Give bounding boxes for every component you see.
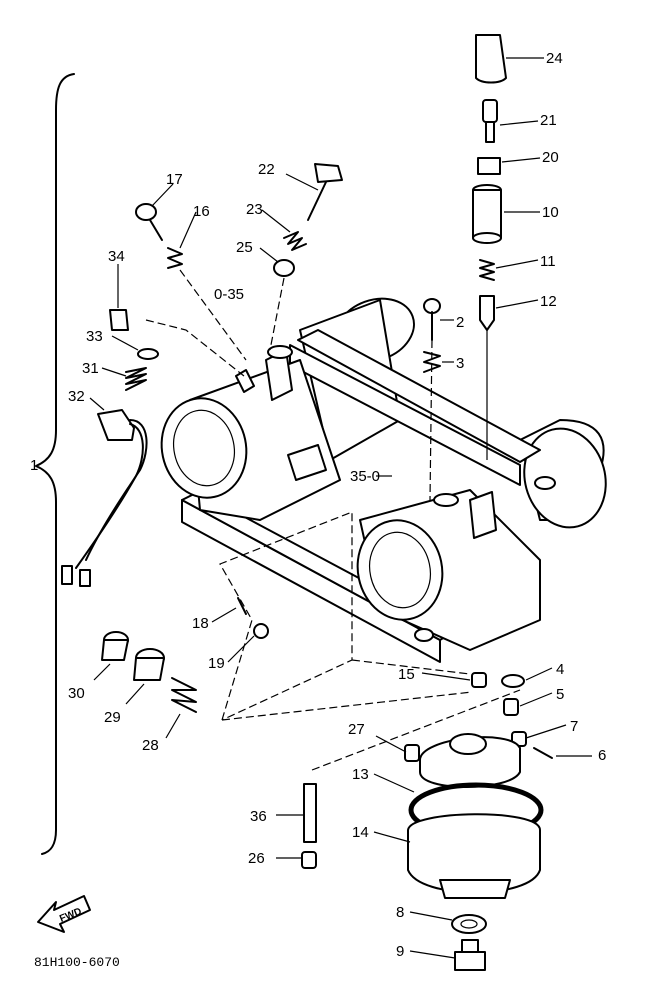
callout-9: 9 <box>396 943 404 960</box>
callout-1: 1 <box>30 457 38 474</box>
carburetor-body <box>160 297 607 663</box>
callout-25: 25 <box>236 239 253 256</box>
callout-18: 18 <box>192 615 209 632</box>
part-20 <box>477 157 501 175</box>
callout-30: 30 <box>68 685 85 702</box>
part-24 <box>475 34 507 84</box>
part-27 <box>404 744 420 762</box>
callout-33: 33 <box>86 328 103 345</box>
part-31 <box>125 367 147 391</box>
part-36 <box>303 783 317 843</box>
callout-19: 19 <box>208 655 225 672</box>
part-28 <box>171 677 197 713</box>
part-12 <box>479 295 495 331</box>
callout-4: 4 <box>556 661 564 678</box>
part-15 <box>471 672 487 688</box>
part-26 <box>301 851 317 869</box>
part-5 <box>503 698 519 716</box>
callout-5: 5 <box>556 686 564 703</box>
part-18 <box>237 597 247 615</box>
callout-35: 35-0 <box>350 468 380 485</box>
callout-21: 21 <box>540 112 557 129</box>
callout-36: 36 <box>250 808 267 825</box>
leader-lines <box>89 57 592 959</box>
callout-15: 15 <box>398 666 415 683</box>
callout-20: 20 <box>542 149 559 166</box>
callout-6: 6 <box>598 747 606 764</box>
part-float-assembly <box>419 733 521 788</box>
part-29 <box>133 648 165 681</box>
callout-29: 29 <box>104 709 121 726</box>
part-23 <box>283 231 307 251</box>
callout-31: 31 <box>82 360 99 377</box>
part-21 <box>482 99 498 143</box>
part-34 <box>109 309 129 331</box>
part-10 <box>472 184 502 244</box>
callout-2: 2 <box>456 314 464 331</box>
callout-14: 14 <box>352 824 369 841</box>
fwd-arrow-icon: FWD <box>37 895 91 933</box>
callout-10: 10 <box>542 204 559 221</box>
part-4 <box>501 674 525 688</box>
part-16 <box>167 247 183 269</box>
callout-23: 23 <box>246 201 263 218</box>
callout-16: 16 <box>193 203 210 220</box>
callout-35: 0-35 <box>214 286 244 303</box>
part-30 <box>101 631 129 661</box>
part-14 <box>407 813 541 899</box>
callout-8: 8 <box>396 904 404 921</box>
diagram-code: 81H100-6070 <box>34 955 120 970</box>
part-3 <box>423 351 441 373</box>
callout-7: 7 <box>570 718 578 735</box>
part-19 <box>253 623 269 639</box>
callout-24: 24 <box>546 50 563 67</box>
part-6 <box>533 747 553 759</box>
part-11 <box>479 259 495 281</box>
part-9 <box>454 939 486 971</box>
callout-13: 13 <box>352 766 369 783</box>
assembly-bracket <box>35 73 75 855</box>
part-22 <box>307 163 343 221</box>
part-8 <box>451 914 487 934</box>
callout-labels: 1234567891011121314151617181920212223242… <box>30 50 606 960</box>
callout-12: 12 <box>540 293 557 310</box>
callout-11: 11 <box>540 253 556 270</box>
callout-32: 32 <box>68 388 85 405</box>
part-17 <box>135 203 163 241</box>
part-2 <box>423 298 441 341</box>
callout-22: 22 <box>258 161 275 178</box>
part-33 <box>137 348 159 360</box>
part-32 <box>61 409 148 587</box>
callout-26: 26 <box>248 850 265 867</box>
callout-28: 28 <box>142 737 159 754</box>
callout-34: 34 <box>108 248 125 265</box>
callout-3: 3 <box>456 355 464 372</box>
callout-17: 17 <box>166 171 183 188</box>
assembly-lines <box>145 269 521 771</box>
part-25 <box>273 259 295 277</box>
callout-27: 27 <box>348 721 365 738</box>
